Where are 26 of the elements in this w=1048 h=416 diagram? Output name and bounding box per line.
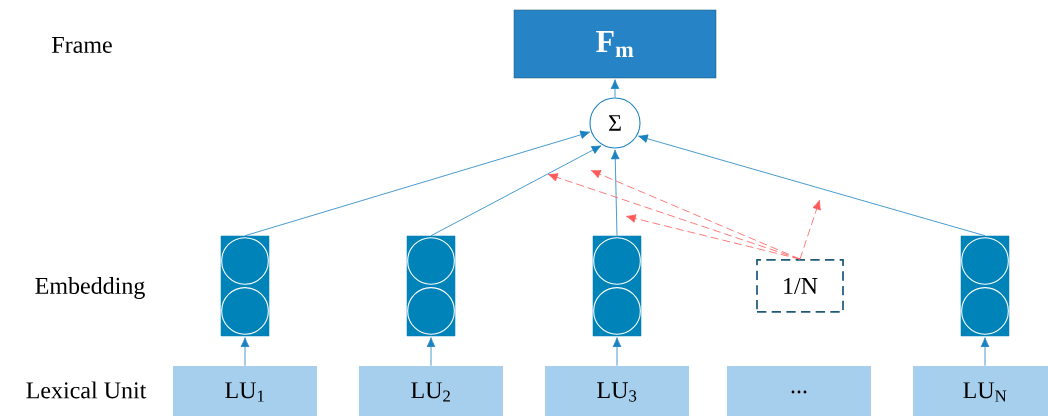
lexical-unit-box: LU$_{3}$ bbox=[545, 366, 689, 416]
arrow bbox=[638, 134, 986, 237]
embedding-vector bbox=[406, 235, 456, 337]
lexical-unit-box: LU$_{N}$ bbox=[913, 366, 1048, 416]
embedding-vector bbox=[960, 235, 1010, 337]
arrow bbox=[610, 149, 620, 237]
dashed-box: 1/N bbox=[756, 259, 844, 313]
arrow bbox=[980, 337, 990, 367]
arrow bbox=[612, 337, 622, 367]
lexical-unit-box: ... bbox=[727, 366, 871, 416]
arrow bbox=[244, 130, 591, 237]
row-label: Lexical Unit bbox=[26, 381, 147, 399]
arrow bbox=[426, 337, 436, 367]
dashed-arrow bbox=[626, 214, 801, 260]
lexical-unit-box: LU$_{1}$ bbox=[173, 366, 317, 416]
row-label: Embedding bbox=[35, 277, 145, 299]
dashed-arrow bbox=[799, 199, 821, 260]
arrow bbox=[610, 79, 620, 98]
lexical-unit-box: LU$_{2}$ bbox=[359, 366, 503, 416]
frame-box: F$_{m}$ bbox=[513, 9, 717, 79]
arrow bbox=[240, 337, 250, 367]
embedding-vector bbox=[592, 235, 642, 337]
embedding-vector bbox=[220, 235, 270, 337]
dashed-arrow bbox=[590, 170, 801, 260]
row-label: Frame bbox=[52, 37, 112, 53]
arrow bbox=[430, 145, 602, 237]
